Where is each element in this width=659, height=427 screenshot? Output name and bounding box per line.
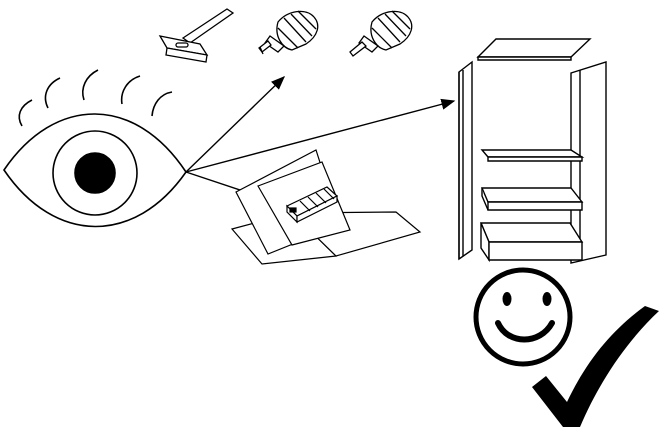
cabinet-bottom-panel bbox=[479, 222, 584, 243]
instructions-drawing-icon bbox=[285, 186, 339, 224]
eye-icon bbox=[3, 69, 187, 228]
arrow-to-cabinet bbox=[185, 98, 456, 173]
cabinet-left-panel bbox=[458, 60, 473, 261]
assembly-instructions-icon bbox=[230, 149, 422, 265]
cabinet-parts-icon bbox=[458, 38, 607, 264]
flathead-screwdriver-icon bbox=[349, 10, 413, 57]
arrow-to-tools bbox=[185, 76, 286, 173]
cabinet-shelf-1 bbox=[480, 149, 585, 158]
cabinet-shelf-2 bbox=[480, 187, 584, 203]
checkmark-icon bbox=[532, 306, 659, 427]
hammer-icon bbox=[158, 8, 235, 63]
phillips-screwdriver-icon bbox=[258, 10, 319, 55]
smiley-face-icon bbox=[473, 267, 573, 367]
cabinet-top-panel bbox=[476, 38, 592, 58]
